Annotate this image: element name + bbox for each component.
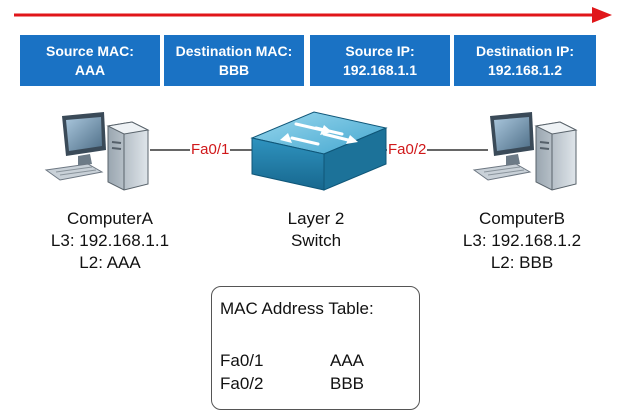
- port-label-fa0-1: Fa0/1: [190, 141, 231, 158]
- source-mac-label: Source MAC:: [46, 42, 134, 59]
- source-ip-label: Source IP:: [345, 42, 415, 59]
- layer2-switch-icon: [250, 111, 388, 191]
- computer-icon: [472, 112, 578, 191]
- table-row: Fa0/1 AAA: [220, 351, 410, 373]
- switch-line1: Layer 2: [287, 209, 345, 228]
- computer-b-l3: L3: 192.168.1.2: [462, 231, 582, 250]
- computer-a-l3: L3: 192.168.1.1: [50, 231, 170, 250]
- source-mac-value: AAA: [74, 61, 106, 78]
- computer-b-name: ComputerB: [479, 209, 565, 228]
- computer-a-name: ComputerA: [67, 209, 153, 228]
- computer-b-l2: L2: BBB: [490, 253, 554, 272]
- destination-ip-value: 192.168.1.2: [488, 61, 562, 78]
- destination-mac-value: BBB: [218, 61, 250, 78]
- destination-ip-header: Destination IP: 192.168.1.2: [454, 35, 596, 86]
- mac-row-port: Fa0/2: [220, 374, 264, 393]
- destination-mac-label: Destination MAC:: [175, 42, 293, 59]
- table-row: Fa0/2 BBB: [220, 374, 410, 396]
- computer-b-caption: ComputerB L3: 192.168.1.2 L2: BBB: [432, 208, 612, 274]
- destination-mac-header: Destination MAC: BBB: [164, 35, 304, 86]
- mac-row-address: BBB: [330, 374, 365, 393]
- mac-row-address: AAA: [330, 351, 365, 370]
- mac-table-title: MAC Address Table:: [220, 299, 374, 318]
- destination-ip-label: Destination IP:: [475, 42, 574, 59]
- computer-a-caption: ComputerA L3: 192.168.1.1 L2: AAA: [20, 208, 200, 274]
- computer-icon: [44, 112, 150, 191]
- mac-address-table: MAC Address Table: Fa0/1 AAA Fa0/2 BBB: [211, 286, 420, 410]
- direction-arrow-icon: [14, 7, 612, 23]
- source-mac-header: Source MAC: AAA: [20, 35, 160, 86]
- source-ip-value: 192.168.1.1: [343, 61, 417, 78]
- source-ip-header: Source IP: 192.168.1.1: [310, 35, 450, 86]
- mac-row-port: Fa0/1: [220, 351, 264, 370]
- switch-line2: Switch: [290, 231, 342, 250]
- computer-a-l2: L2: AAA: [79, 253, 141, 272]
- switch-caption: Layer 2 Switch: [256, 208, 376, 252]
- port-label-fa0-2: Fa0/2: [387, 141, 428, 158]
